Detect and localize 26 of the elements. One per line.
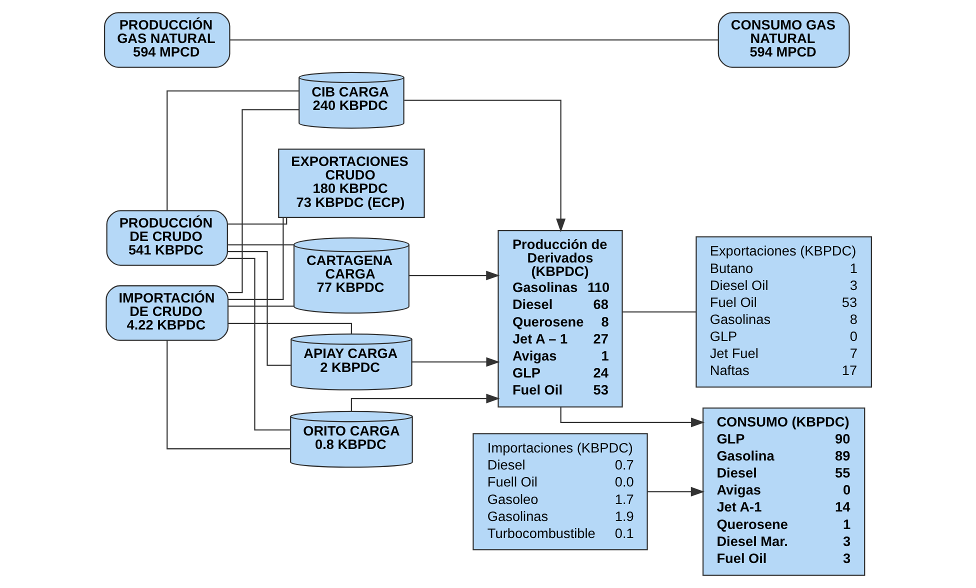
arrow [412,357,500,367]
node-box: PRODUCCIÓN DE CRUDO 541 KBPDC [106,210,228,266]
connector [228,322,352,334]
connector [228,258,290,431]
connector [227,244,294,246]
connector [230,39,718,41]
node-box: PRODUCCIÓN GAS NATURAL 594 MPCD [104,12,230,68]
connector [622,311,696,312]
node-box: EXPORTACIONES CRUDO 180 KBPDC 73 KBPDC (ECP) [278,148,425,218]
node-box: Exportaciones (KBPDC) Butano 1 Diesel Oil 3 Fuel Oil 53 Gasolinas 8 GLP 0 Jet Fuel 7 Naftas 17 [696,236,872,388]
node-box: Producción de Derivados (KBPDC) Gasolinas 110 Diesel 68 Querosene 8 Jet A – 1 27 Avigas 1 GLP 24 Fuel Oil 53 [498,230,623,408]
arrow [647,486,705,496]
connector [228,218,288,225]
node-box: Importaciones (KBPDC) Diesel 0.7 Fuell Oil 0.0 Gasoleo 1.7 Gasolinas 1.9 Turbocombustible 0.1 [472,433,648,550]
node-box: CONSUMO GAS NATURAL 594 MPCD [718,12,850,68]
node-box: CONSUMO (KBPDC) GLP 90 Gasolina 89 Diesel 55 Avigas 0 Jet A-1 14 Querosene 1 Diesel Mar. 3 Fuel Oil 3 [702,408,866,576]
connector [228,218,284,300]
node-box: IMPORTACIÓN DE CRUDO 4.22 KBPDC [106,285,229,341]
arrow [404,100,566,232]
arrow [409,270,500,280]
connector [228,251,291,366]
connector [228,109,300,294]
connector [166,340,290,450]
arrow [560,407,705,428]
connector [166,90,299,211]
connector [228,306,294,307]
